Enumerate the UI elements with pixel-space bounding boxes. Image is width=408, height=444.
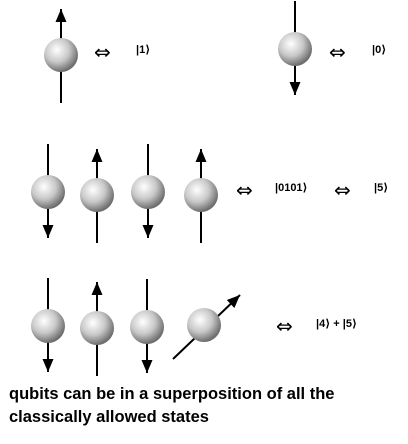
- equivalence-symbol: ⇔: [334, 178, 351, 202]
- arrow-head: [289, 82, 301, 95]
- spin-tilted: [172, 294, 241, 360]
- equivalence-symbol: ⇔: [236, 178, 253, 202]
- state-label-decimal: |5⟩: [374, 182, 389, 194]
- arrow-head: [141, 360, 153, 373]
- spin-down: [131, 144, 165, 238]
- qubit-sphere: [187, 308, 221, 342]
- qubit-sphere: [31, 309, 65, 343]
- arrow-head: [91, 282, 103, 295]
- spin-down: [130, 279, 164, 373]
- arrow-head: [226, 295, 240, 308]
- equivalence-symbol: ⇔: [276, 314, 293, 338]
- arrow-head: [42, 225, 54, 238]
- spin-down: [31, 278, 65, 372]
- qubit-sphere: [130, 310, 164, 344]
- spin-down: [31, 144, 65, 238]
- qubit-sphere: [278, 32, 312, 66]
- caption: qubits can be in a superposition of all …: [9, 385, 335, 426]
- arrow-head: [91, 149, 103, 162]
- qubit-sphere: [80, 311, 114, 345]
- spin-up: [184, 149, 218, 243]
- state-label-binary: |0101⟩: [275, 182, 308, 194]
- spin-down: [278, 1, 312, 95]
- state-label-zero: |0⟩: [372, 44, 387, 56]
- arrow-head: [142, 225, 154, 238]
- state-label-superposition: |4⟩ + |5⟩: [316, 318, 357, 330]
- spin-up: [80, 282, 114, 376]
- arrow-head: [42, 359, 54, 372]
- equivalence-symbol: ⇔: [329, 40, 346, 64]
- qubit-sphere: [31, 175, 65, 209]
- qubit-sphere: [131, 175, 165, 209]
- equivalence-symbol: ⇔: [94, 40, 111, 64]
- arrow-head: [195, 149, 207, 162]
- state-label-one: |1⟩: [136, 44, 151, 56]
- qubit-sphere: [184, 178, 218, 212]
- spin-up: [44, 9, 78, 103]
- arrow-head: [55, 9, 67, 22]
- qubit-sphere: [80, 178, 114, 212]
- qubit-sphere: [44, 38, 78, 72]
- spin-up: [80, 149, 114, 243]
